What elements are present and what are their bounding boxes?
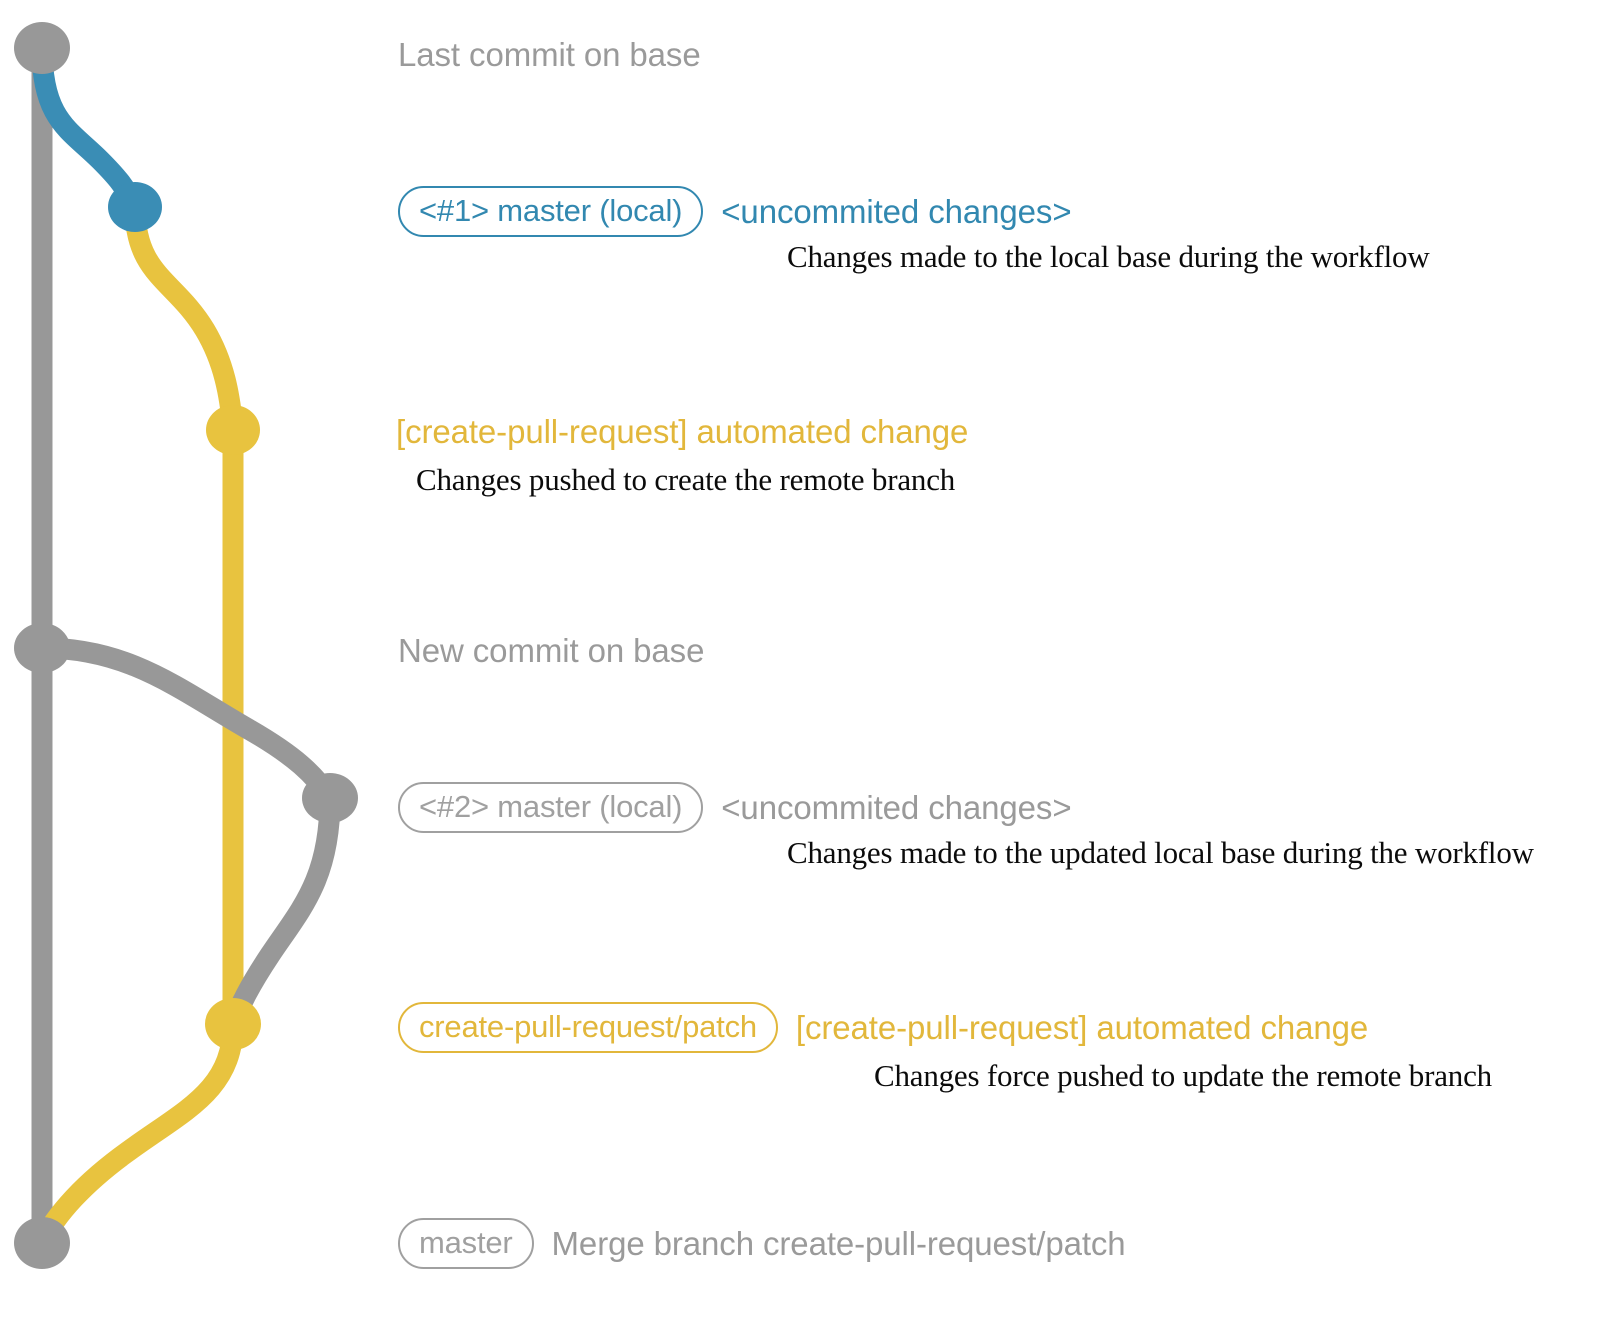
- edge-local2-to-patch2: [222, 787, 341, 1035]
- subject-automated-change-2: [create-pull-request] automated change: [795, 1008, 1369, 1046]
- edge-base-to-local2: [31, 637, 341, 809]
- headline-automated-change-1: [create-pull-request] automated change: [396, 413, 969, 450]
- node-local-1: [108, 182, 162, 232]
- edge-local1-to-patch1: [124, 196, 244, 441]
- subject-uncommited-changes-1: <uncommited changes>: [721, 192, 1072, 230]
- edge-base-to-local1: [31, 37, 146, 218]
- badge-master-local-1[interactable]: <#1> master (local): [398, 186, 704, 237]
- description-automated-change-2: Changes force pushed to update the remot…: [874, 1058, 1492, 1093]
- badge-master-local-2[interactable]: <#2> master (local): [398, 782, 704, 833]
- node-base-top: [14, 22, 70, 74]
- subject-merge-branch: Merge branch create-pull-request/patch: [551, 1224, 1126, 1262]
- headline-new-commit-on-base: New commit on base: [398, 632, 705, 669]
- commit-graph: [14, 22, 358, 1269]
- node-merge-bottom: [14, 1217, 70, 1269]
- node-base-new: [14, 623, 70, 673]
- row-merge-commit: master Merge branch create-pull-request/…: [398, 1218, 1126, 1269]
- badge-master[interactable]: master: [398, 1218, 534, 1269]
- node-patch-1: [206, 405, 260, 455]
- description-master-local-1: Changes made to the local base during th…: [787, 239, 1430, 274]
- row-master-local-2: <#2> master (local) <uncommited changes>: [398, 782, 1072, 833]
- node-local-2: [302, 773, 358, 823]
- description-automated-change-1: Changes pushed to create the remote bran…: [416, 462, 956, 497]
- node-patch-2: [205, 998, 261, 1050]
- edge-patch2-to-merge: [31, 1013, 244, 1254]
- subject-uncommited-changes-2: <uncommited changes>: [721, 788, 1072, 826]
- description-master-local-2: Changes made to the updated local base d…: [787, 835, 1534, 870]
- headline-last-commit-on-base: Last commit on base: [398, 36, 701, 73]
- row-automated-change-2: create-pull-request/patch [create-pull-r…: [398, 1002, 1368, 1053]
- badge-create-pull-request-patch[interactable]: create-pull-request/patch: [398, 1002, 778, 1053]
- row-master-local-1: <#1> master (local) <uncommited changes>: [398, 186, 1072, 237]
